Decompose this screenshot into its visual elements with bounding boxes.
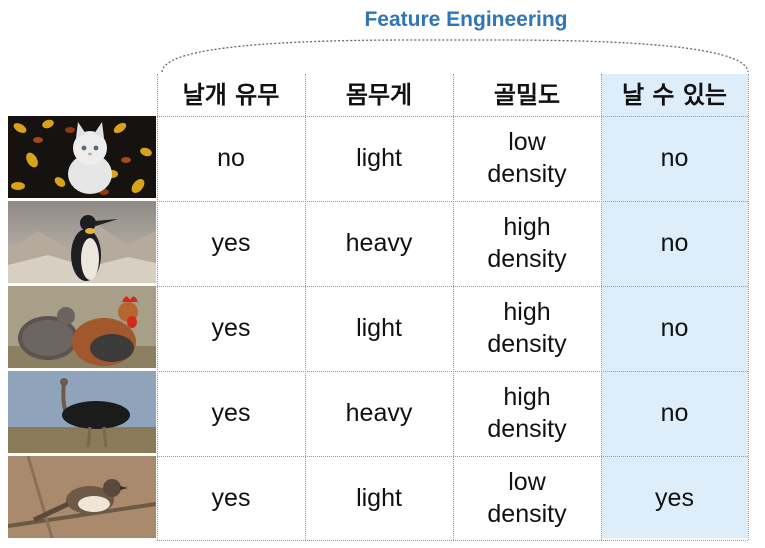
brace-connector	[161, 39, 749, 73]
row3-bone-density: high density	[487, 298, 567, 358]
row5-wings: yes	[211, 483, 251, 512]
penguin-image	[8, 201, 156, 283]
row3-wings: yes	[211, 313, 251, 342]
row5-weight: light	[356, 483, 402, 512]
sparrow-icon	[8, 456, 156, 538]
ostrich-image	[8, 371, 156, 453]
feature-engineering-title: Feature Engineering	[364, 8, 568, 31]
row4-bone-density: high density	[487, 383, 567, 443]
penguin-icon	[8, 201, 156, 283]
row5-can-fly: yes	[655, 483, 694, 512]
row2-wings: yes	[211, 228, 251, 257]
row1-can-fly: no	[660, 143, 689, 172]
header-wings: 날개 유무	[182, 81, 280, 109]
cat-with-leaves-icon	[8, 116, 156, 198]
grid-vline	[157, 74, 158, 540]
row5-bone-density: low density	[487, 468, 567, 528]
grid-vline	[453, 74, 454, 540]
sparrow-image	[8, 456, 156, 538]
grid-hline	[157, 371, 748, 372]
chickens-image	[8, 286, 156, 368]
header-can-fly: 날 수 있는	[621, 81, 728, 109]
grid-vline	[305, 74, 306, 540]
header-weight: 몸무게	[345, 81, 413, 109]
row2-weight: heavy	[345, 228, 413, 257]
header-bone-density: 골밀도	[493, 81, 561, 109]
row2-can-fly: no	[660, 228, 689, 257]
grid-hline	[157, 116, 748, 117]
row1-wings: no	[217, 143, 245, 172]
row4-wings: yes	[211, 398, 251, 427]
grid-vline	[748, 74, 749, 540]
chickens-icon	[8, 286, 156, 368]
grid-hline	[157, 286, 748, 287]
cat-image	[8, 116, 156, 198]
row1-weight: light	[356, 143, 402, 172]
grid-vline	[601, 74, 602, 540]
fly-column-highlight	[601, 74, 748, 538]
row3-weight: light	[356, 313, 402, 342]
ostrich-icon	[8, 371, 156, 453]
row3-can-fly: no	[660, 313, 689, 342]
row1-bone-density: low density	[487, 128, 567, 188]
row2-bone-density: high density	[487, 213, 567, 273]
row4-can-fly: no	[660, 398, 689, 427]
grid-hline	[157, 456, 748, 457]
grid-hline	[157, 540, 748, 541]
row4-weight: heavy	[345, 398, 413, 427]
grid-hline	[157, 201, 748, 202]
